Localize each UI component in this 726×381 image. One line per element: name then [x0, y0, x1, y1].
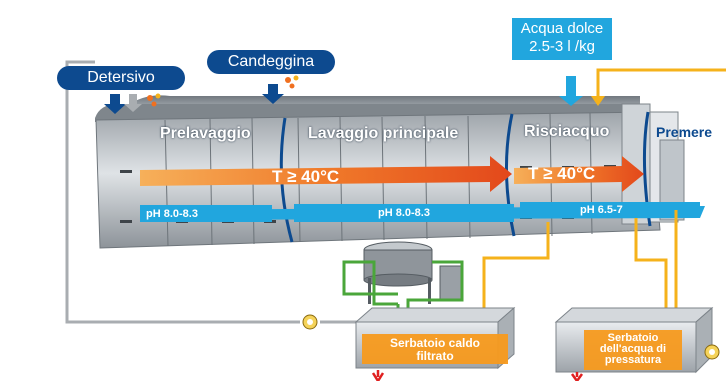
temp-arrow-rinse — [514, 156, 644, 192]
hot-filtered-tank-line1: Serbatoio caldo — [389, 336, 481, 350]
press-water-tank — [554, 306, 714, 374]
molecule-icon — [147, 75, 299, 107]
soft-water-title: Acqua dolce — [520, 20, 604, 37]
outflow-arrow — [371, 370, 385, 381]
hot-filtered-tank-label: Serbatoio caldo filtrato — [362, 337, 508, 363]
zone-main-wash: Lavaggio principale — [308, 125, 459, 142]
soft-water-label: Acqua dolce 2.5-3 l /kg — [512, 18, 612, 60]
detergent-arrow — [104, 94, 126, 114]
soft-water-arrow — [559, 76, 583, 106]
zone-press: Premere — [656, 124, 713, 140]
press-water-pipe — [596, 68, 726, 100]
temp-rinse: T ≥ 40°C — [528, 164, 596, 183]
detergent-gray-arrow — [124, 94, 142, 112]
ph-rinse: pH 6.5-7 — [580, 204, 623, 216]
zone-prewash: Prelavaggio — [160, 125, 251, 142]
hot-filtered-tank-line2: filtrato — [416, 349, 454, 363]
press-water-tank-label: Serbatoio dell'acqua di pressatura — [584, 333, 682, 366]
temp-main: T ≥ 40°C — [272, 167, 340, 186]
ph-prewash: pH 8.0-8.3 — [146, 208, 198, 220]
ph-box-rinse — [520, 202, 700, 218]
press-water-tank-line1: Serbatoio — [607, 332, 659, 344]
temp-arrow-main — [140, 156, 512, 192]
detergent-label: Detersivo — [57, 66, 185, 90]
soft-water-rate: 2.5-3 l /kg — [529, 38, 595, 55]
ph-box-main — [294, 204, 514, 222]
zone-rinse: Risciacquo — [524, 123, 610, 140]
pump-icon — [302, 314, 720, 360]
return-pipe — [65, 60, 300, 324]
bleach-label: Candeggina — [207, 50, 335, 74]
yellow-drain-left — [482, 222, 550, 312]
hot-filtered-tank — [354, 306, 516, 370]
ph-box-prewash — [140, 205, 272, 222]
press-water-tank-line2: dell'acqua di — [599, 343, 667, 355]
yellow-drain-right — [634, 218, 668, 312]
press-water-tank-line3: pressatura — [604, 354, 662, 366]
outflow-arrow — [570, 372, 584, 381]
bleach-arrow — [262, 84, 284, 104]
ph-main-wash: pH 8.0-8.3 — [378, 207, 430, 219]
